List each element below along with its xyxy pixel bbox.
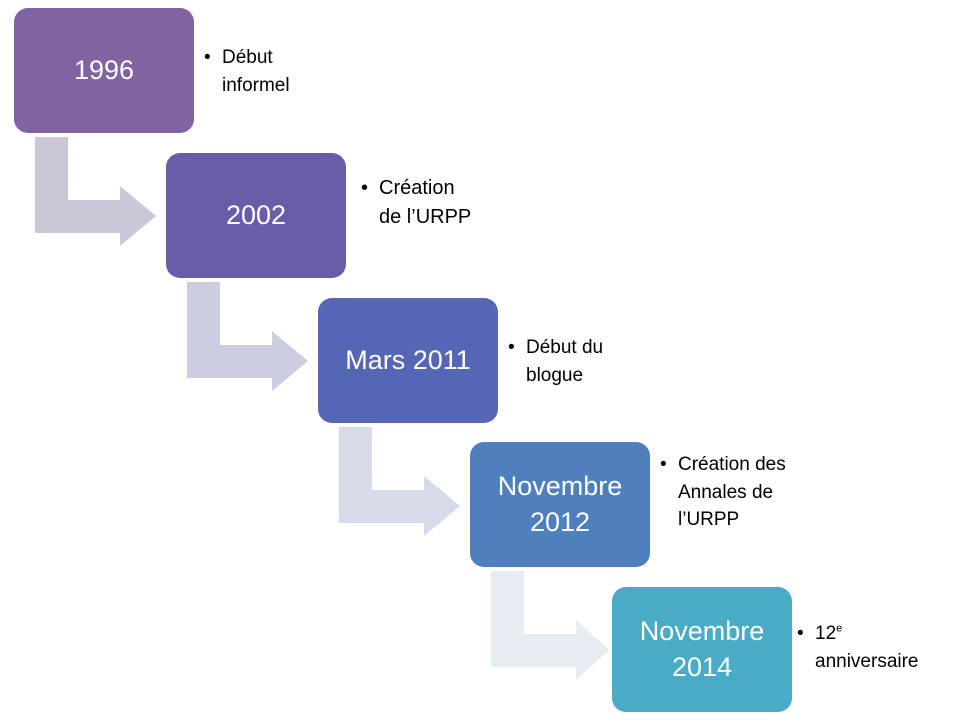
step-box-2012: Novembre 2012 [470, 442, 650, 567]
step-description-4: • Création des Annales de l’URPP [658, 451, 788, 534]
step-description-2: • Création de l’URPP [359, 174, 479, 232]
bent-arrow-1 [35, 137, 156, 246]
description-superscript: e [836, 622, 843, 635]
bullet-icon: • [361, 177, 369, 199]
bullet-icon: • [204, 47, 211, 68]
step-title: Mars 2011 [345, 344, 471, 375]
description-text: Début du blogue [526, 337, 604, 386]
step-box-2014: Novembre 2014 [612, 587, 792, 712]
step-title: Novembre [497, 471, 623, 502]
step-title: Novembre [639, 616, 765, 647]
step-box-1996: 1996 [14, 8, 194, 133]
description-text: Début informel [222, 47, 290, 96]
description-number: 12 [815, 623, 837, 644]
step-title-year: 2014 [671, 651, 733, 682]
step-title: 1996 [73, 54, 135, 85]
description-text: Création de l’URPP [379, 177, 472, 228]
description-text: Création des Annales de l’URPP [678, 454, 786, 531]
bent-arrow-3 [339, 427, 460, 536]
description-text: anniversaire [815, 650, 919, 672]
bullet-icon: • [508, 337, 515, 358]
step-description-5: • 12e anniversaire [795, 620, 960, 675]
bent-arrow-4 [491, 571, 609, 680]
bullet-icon: • [797, 623, 804, 644]
step-description-3: • Début du blogue [506, 334, 646, 389]
bullet-icon: • [660, 454, 667, 475]
step-description-1: • Début informel [202, 44, 332, 99]
bent-arrow-2 [187, 282, 308, 391]
step-box-2002: 2002 [166, 153, 346, 278]
step-title: 2002 [225, 199, 287, 230]
step-box-2011: Mars 2011 [318, 298, 498, 423]
step-title-year: 2012 [529, 506, 591, 537]
